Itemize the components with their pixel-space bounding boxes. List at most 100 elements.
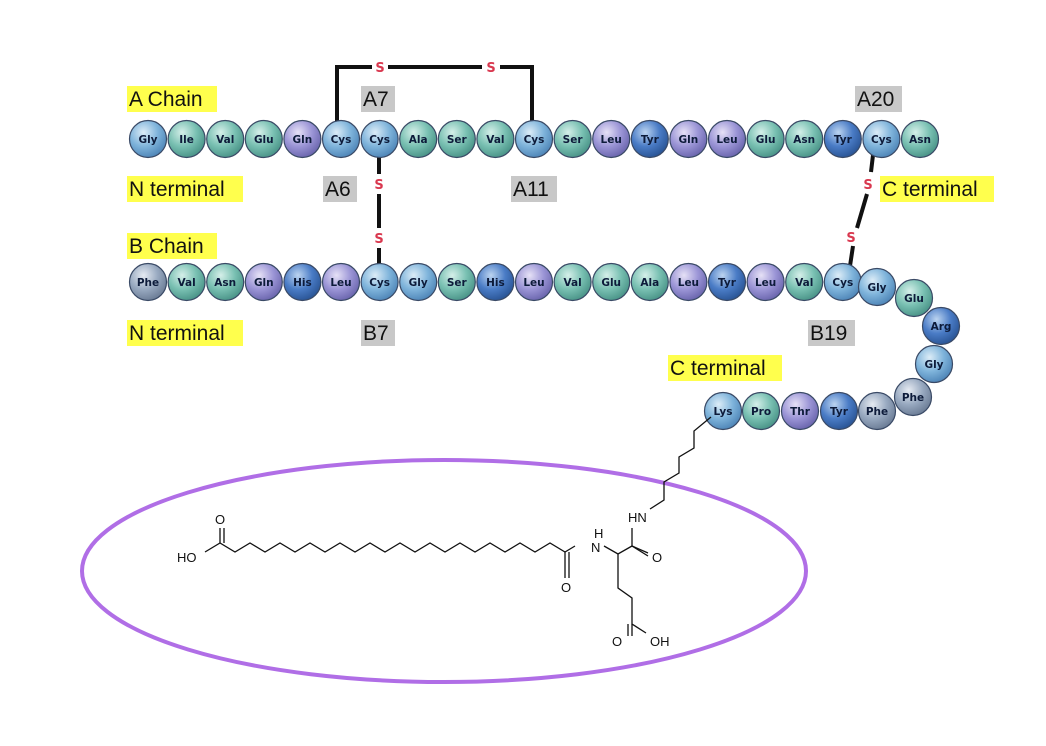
b-chain-residue-15	[669, 262, 708, 302]
b-chain-residue-14	[630, 262, 669, 302]
chem-n-amide: N	[591, 540, 600, 555]
b-chain-residue-label-20: Gly	[867, 282, 886, 294]
b-chain-residue-18	[785, 262, 824, 302]
chem-oh-bottom: OH	[650, 634, 670, 649]
sulfur-label: S	[374, 232, 383, 247]
chem-ho-left: HO	[177, 550, 197, 565]
b-chain-residue-28	[741, 391, 781, 431]
b-chain-residue-24	[893, 377, 933, 417]
chemical-structure: HO O O H N HN O O OH	[177, 416, 712, 649]
b-chain-residue-label-10: His	[486, 277, 505, 289]
a-chain-residue-2	[167, 119, 206, 159]
svg-text:N terminal: N terminal	[129, 178, 225, 201]
svg-text:C terminal: C terminal	[882, 178, 978, 201]
chem-o-acid-left: O	[215, 512, 225, 527]
b-chain-residue-label-18: Val	[795, 277, 813, 289]
svg-text:A7: A7	[363, 88, 389, 111]
sulfur-label: S	[486, 61, 495, 76]
a-chain-residue-label-3: Val	[216, 134, 234, 146]
sulfur-label: S	[863, 178, 872, 193]
a-chain-residue-18	[785, 119, 824, 159]
chem-o-bottom: O	[612, 634, 622, 649]
svg-text:A6: A6	[325, 178, 351, 201]
label-a-c-terminal: C terminal	[880, 176, 994, 202]
b-chain-residue-label-16: Tyr	[718, 277, 737, 289]
b-chain-residue-13	[592, 262, 631, 302]
a-chain-residue-17	[746, 119, 785, 159]
a-chain-residue-label-10: Val	[486, 134, 504, 146]
a-chain-residue-label-13: Leu	[601, 134, 622, 146]
b-chain-residue-6	[321, 262, 361, 302]
a-chain-residue-11	[514, 119, 554, 159]
a-chain-residue-label-1: Gly	[138, 134, 157, 146]
a-chain-residue-label-12: Ser	[563, 134, 584, 146]
b-chain-residue-label-11: Leu	[523, 277, 544, 289]
b-chain-residue-label-22: Arg	[931, 321, 952, 333]
a-chain-residue-label-7: Cys	[369, 134, 390, 146]
a-chain-residue-21	[900, 119, 940, 159]
b-chain-residue-26	[819, 391, 859, 431]
b-chain-residue-label-23: Gly	[924, 359, 943, 371]
a-chain-residue-16	[707, 119, 747, 159]
a-chain-residue-20	[862, 119, 901, 159]
chem-o-right: O	[652, 550, 662, 565]
label-a-chain: A Chain	[127, 86, 217, 112]
b-chain-residue-label-14: Ala	[640, 277, 659, 289]
a-chain-residue-label-2: Ile	[179, 134, 194, 146]
a-chain-residue-label-17: Glu	[756, 134, 776, 146]
b-chain-residue-2	[167, 262, 206, 302]
a-chain-residue-4	[244, 119, 283, 159]
label-b-chain: B Chain	[127, 233, 217, 259]
svg-text:A11: A11	[513, 178, 549, 201]
label-b-n-terminal: N terminal	[127, 320, 243, 346]
b-chain-residue-7	[360, 262, 399, 302]
a-chain-residue-label-5: Gln	[293, 134, 313, 146]
a-chain-residue-label-14: Tyr	[641, 134, 660, 146]
a-chain-residue-label-11: Cys	[524, 134, 545, 146]
a-chain-residue-label-21: Asn	[909, 134, 931, 146]
label-a7: A7	[361, 86, 395, 112]
chem-o-amide: O	[561, 580, 571, 595]
b-chain-residue-label-7: Cys	[369, 277, 390, 289]
b-chain-residue-21	[894, 278, 934, 318]
b-chain-residue-label-17: Leu	[755, 277, 776, 289]
a-chain-residue-10	[476, 119, 515, 159]
a-chain-residue-15	[669, 119, 708, 159]
a-chain-residue-label-9: Ser	[447, 134, 468, 146]
b-chain-residue-16	[707, 262, 747, 302]
b-chain-residue-22	[921, 306, 961, 346]
svg-text:N terminal: N terminal	[129, 322, 225, 345]
a-chain-residue-6	[321, 119, 361, 159]
b-chain-residue-3	[206, 262, 245, 302]
b-chain-residue-23	[914, 344, 954, 384]
b-chain-residue-label-3: Asn	[214, 277, 236, 289]
a-chain-residue-3	[206, 119, 245, 159]
a-chain-residue-12	[553, 119, 592, 159]
a-chain-residue-label-15: Gln	[679, 134, 699, 146]
sulfur-label: S	[375, 61, 384, 76]
b-chain-residue-label-13: Glu	[601, 277, 621, 289]
sulfur-label: S	[374, 178, 383, 193]
b-chain-residue-label-5: His	[293, 277, 312, 289]
b-chain-residue-25	[857, 391, 897, 431]
b-chain-residue-11	[514, 262, 554, 302]
b-chain-residue-label-4: Gln	[254, 277, 274, 289]
a-chain-residue-label-8: Ala	[409, 134, 428, 146]
label-a-n-terminal: N terminal	[127, 176, 243, 202]
svg-text:C terminal: C terminal	[670, 357, 766, 380]
a-chain-residue-5	[283, 119, 322, 159]
disulfide-bridge-a6-a11: S S	[335, 61, 534, 122]
label-b-c-terminal: C terminal	[668, 355, 782, 381]
a-chain-residue-8	[399, 119, 438, 159]
a-chain-residue-label-16: Leu	[716, 134, 737, 146]
a-chain-residue-14	[630, 119, 669, 159]
label-b19: B19	[808, 320, 855, 346]
b-chain-residue-label-26: Tyr	[830, 406, 849, 418]
b-chain-residue-label-1: Phe	[137, 277, 159, 289]
b-chain-residue-label-9: Ser	[447, 277, 468, 289]
chem-h: H	[594, 526, 603, 541]
b-chain-residue-5	[283, 262, 322, 302]
